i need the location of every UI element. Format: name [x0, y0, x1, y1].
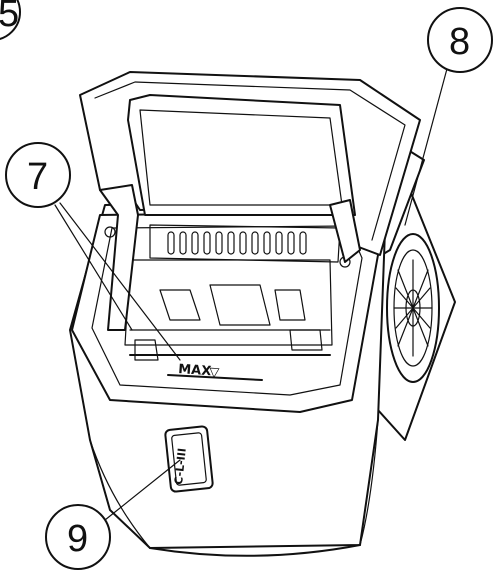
callout-8: 8	[427, 7, 493, 73]
fan-housing	[369, 139, 456, 441]
svg-text:5: 5	[0, 0, 19, 35]
lid	[79, 71, 421, 331]
callout-9: 9	[45, 504, 111, 570]
control-panel: C-L-III	[164, 425, 214, 493]
svg-text:7: 7	[27, 156, 48, 198]
callout-7: 7	[5, 142, 71, 208]
max-fill-symbol: ▽	[209, 365, 220, 381]
control-panel-label: C-L-III	[172, 447, 189, 485]
max-fill-label: MAX	[178, 362, 212, 379]
hinge-vents	[167, 231, 307, 255]
svg-text:9: 9	[67, 518, 88, 560]
leader-lines	[54, 64, 449, 521]
top-opening: MAX ▽	[71, 211, 379, 413]
callout-5-partial: 5	[0, 0, 21, 40]
svg-text:8: 8	[449, 21, 470, 63]
